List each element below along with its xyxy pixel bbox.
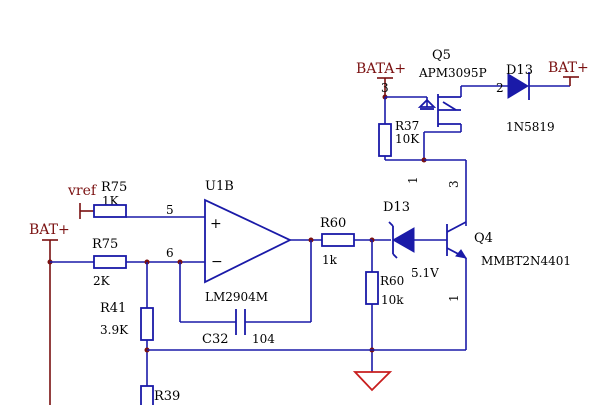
q5-pin3-number: 3 [381, 81, 389, 95]
c32-capacitor-symbol [179, 240, 312, 335]
r39-ref-label: R39 [154, 389, 180, 404]
q4-part-label: MMBT2N4401 [481, 254, 571, 268]
u1b-plus-sign: + [210, 216, 222, 232]
r37-ref-label: R37 [395, 119, 419, 133]
r60-shunt-ref-label: R60 [380, 274, 404, 288]
q5-part-label: APM3095P [418, 66, 487, 80]
net-symbol-bat-plus-left [42, 239, 58, 405]
wire-q5-to-q4 [424, 159, 467, 226]
q4-npn-transistor-symbol [446, 221, 468, 350]
r41-value-label: 3.9K [100, 323, 129, 337]
r39-resistor-symbol [140, 385, 154, 405]
u1b-pin5-number: 5 [166, 203, 174, 217]
net-label-bat-plus-right: BAT+ [548, 60, 589, 76]
r60-series-resistor-symbol [290, 233, 372, 247]
u1b-ref-label: U1B [205, 179, 234, 194]
r60-shunt-value-label: 10k [381, 293, 404, 307]
r60-series-value-label: 1k [322, 253, 338, 267]
d13-zener-value-label: 5.1V [411, 266, 439, 280]
r75-bot-resistor-symbol [50, 255, 205, 269]
d13-zener-diode-symbol [372, 221, 447, 259]
u1b-opamp-symbol [204, 198, 293, 284]
q5-pin2-number: 2 [496, 81, 504, 95]
d13-schottky-diode-symbol [507, 72, 570, 100]
r75-top-resistor-symbol [93, 204, 205, 218]
q4-pin3-number: 3 [447, 180, 461, 188]
q5-ref-label: Q5 [432, 48, 451, 63]
ground-symbol [352, 371, 393, 392]
r75-bot-value-label: 2K [93, 274, 111, 288]
u1b-part-label: LM2904M [205, 290, 268, 304]
net-label-vref: vref [67, 183, 98, 199]
r75-bot-ref-label: R75 [92, 237, 118, 252]
q4-ref-label: Q4 [474, 231, 493, 246]
net-symbol-bata-plus [377, 77, 393, 97]
c32-ref-label: C32 [202, 332, 229, 347]
u1b-pin6-number: 6 [166, 246, 174, 260]
q5-pin1-number: 1 [406, 176, 420, 184]
r37-value-label: 10K [395, 132, 420, 146]
net-symbol-vref [79, 203, 94, 219]
d13-zener-ref-label: D13 [383, 200, 410, 215]
r41-ref-label: R41 [100, 301, 126, 316]
r60-series-ref-label: R60 [320, 216, 346, 231]
r75-top-ref-label: R75 [101, 180, 127, 195]
d13-top-ref-label: D13 [506, 63, 533, 78]
net-label-bat-plus-left: BAT+ [29, 222, 70, 238]
net-label-bata-plus: BATA+ [356, 61, 406, 77]
r37-resistor-symbol [378, 97, 424, 161]
u1b-minus-sign: − [211, 254, 223, 270]
q5-mosfet-symbol [385, 85, 508, 160]
q4-pin1-number: 1 [447, 294, 461, 302]
r60-shunt-resistor-symbol [365, 240, 379, 372]
d13-top-part-label: 1N5819 [506, 120, 555, 134]
r41-resistor-symbol [140, 262, 154, 386]
c32-value-label: 104 [252, 332, 275, 346]
net-symbol-bat-plus-right [563, 76, 579, 86]
